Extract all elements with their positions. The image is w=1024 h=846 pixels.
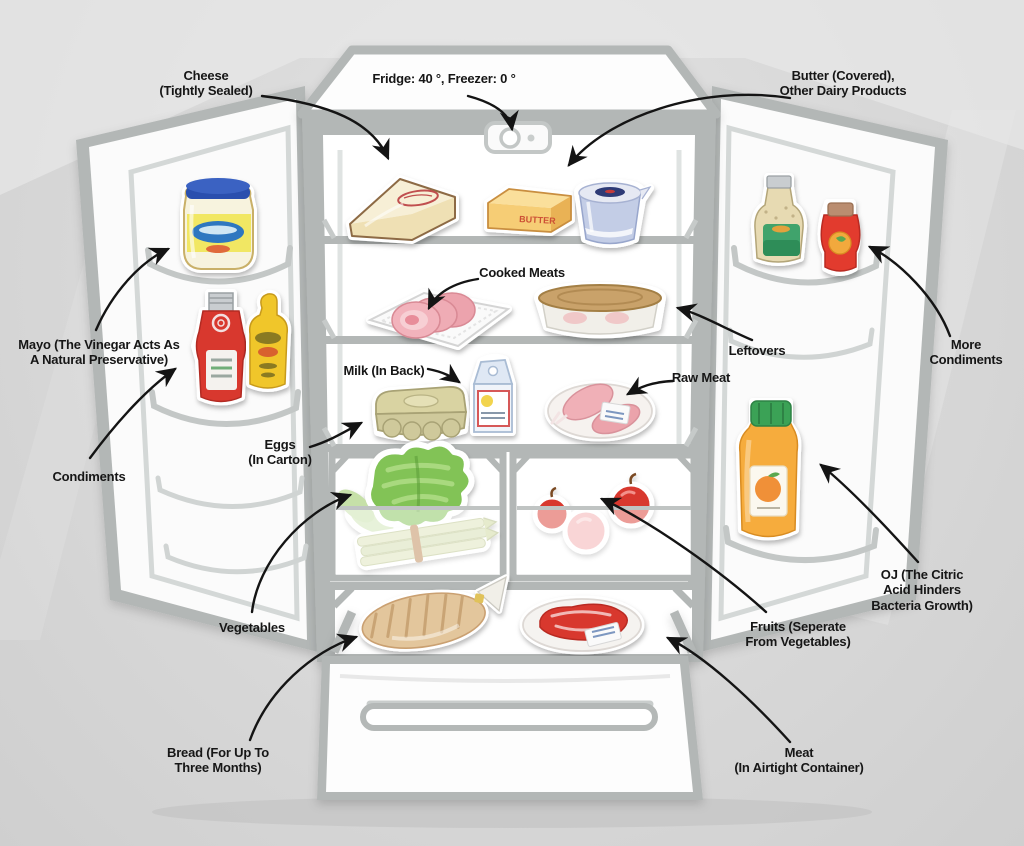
right-door-bin-bottom	[723, 525, 879, 564]
raw-meat-plate-icon	[544, 380, 656, 442]
left-door-bin-middle	[149, 389, 301, 427]
butter-stick-icon: BUTTER	[484, 185, 575, 236]
arrow-eggs	[308, 421, 364, 449]
sauce-bottle-icon	[817, 199, 861, 276]
milk-carton-icon	[470, 353, 516, 436]
label-butter: Butter (Covered), Other Dairy Products	[779, 68, 907, 99]
label-meat: Meat (In Airtight Container)	[734, 745, 864, 776]
bread-loaf-icon	[358, 574, 509, 652]
left-door-bin-bottom	[163, 543, 309, 575]
yogurt-cup-icon	[574, 179, 654, 248]
cheese-wedge-icon	[346, 175, 459, 244]
steak-plate-icon	[519, 595, 645, 655]
arrow-mayo	[94, 247, 171, 332]
right-door-bin-top	[731, 245, 881, 286]
label-bread: Bread (For Up To Three Months)	[167, 745, 269, 776]
label-oj: OJ (The Citric Acid Hinders Bacteria Gro…	[871, 567, 973, 613]
arrow-raw-meat	[625, 376, 675, 396]
annotation-arrows	[88, 93, 952, 744]
left-door-bin-lower	[155, 475, 305, 509]
temperature-control-icon	[484, 121, 552, 154]
label-cheese: Cheese (Tightly Sealed)	[159, 68, 253, 99]
drawer-handle	[360, 700, 658, 731]
label-mayo: Mayo (The Vinegar Acts As A Natural Pres…	[18, 337, 180, 368]
crisper-glass-fronts	[336, 506, 691, 575]
arrow-bread	[248, 633, 359, 742]
left-door-bin-top	[145, 245, 293, 285]
arrow-oj	[819, 463, 920, 564]
arrow-leftovers	[675, 303, 754, 342]
arrow-butter	[567, 93, 792, 167]
shelf-lower	[321, 426, 699, 452]
freezer-drawer-front	[317, 610, 703, 800]
mustard-bottle-icon	[245, 289, 292, 392]
label-leftovers: Leftovers	[728, 343, 786, 358]
label-eggs: Eggs (In Carton)	[248, 437, 312, 468]
egg-carton-icon	[372, 382, 470, 442]
label-vegetables: Vegetables	[219, 620, 285, 635]
label-cooked-meats: Cooked Meats	[479, 265, 565, 280]
label-milk: Milk (In Back)	[343, 363, 425, 378]
label-fruits: Fruits (Seperate From Vegetables)	[745, 619, 851, 650]
arrow-milk	[426, 363, 461, 384]
cooked-meats-tray-icon	[366, 289, 512, 350]
leftovers-container-icon	[534, 282, 666, 339]
label-temperature: Fridge: 40 °, Freezer: 0 °	[372, 71, 516, 86]
arrow-vegetables	[250, 491, 353, 614]
right-door-bin-middle	[727, 327, 875, 360]
mayo-jar-icon	[180, 178, 257, 273]
label-more-condiments: More Condiments	[929, 337, 1003, 368]
arrow-cooked-meats	[427, 277, 480, 311]
shelf-top	[321, 218, 699, 244]
label-raw-meat: Raw Meat	[671, 370, 731, 385]
butter-stick-label: BUTTER	[519, 214, 556, 226]
arrow-fruits	[599, 497, 768, 614]
arrow-meat	[665, 636, 792, 744]
shelf-middle	[321, 318, 699, 344]
ketchup-bottle-icon	[191, 289, 249, 406]
arrow-more-condiments	[867, 245, 952, 338]
orange-juice-bottle-icon	[735, 398, 802, 541]
arrow-cheese	[260, 94, 390, 161]
label-condiments: Condiments	[52, 469, 126, 484]
arrow-temperature	[466, 94, 519, 132]
dressing-bottle-icon	[750, 173, 808, 266]
arrow-condiments	[88, 367, 177, 460]
